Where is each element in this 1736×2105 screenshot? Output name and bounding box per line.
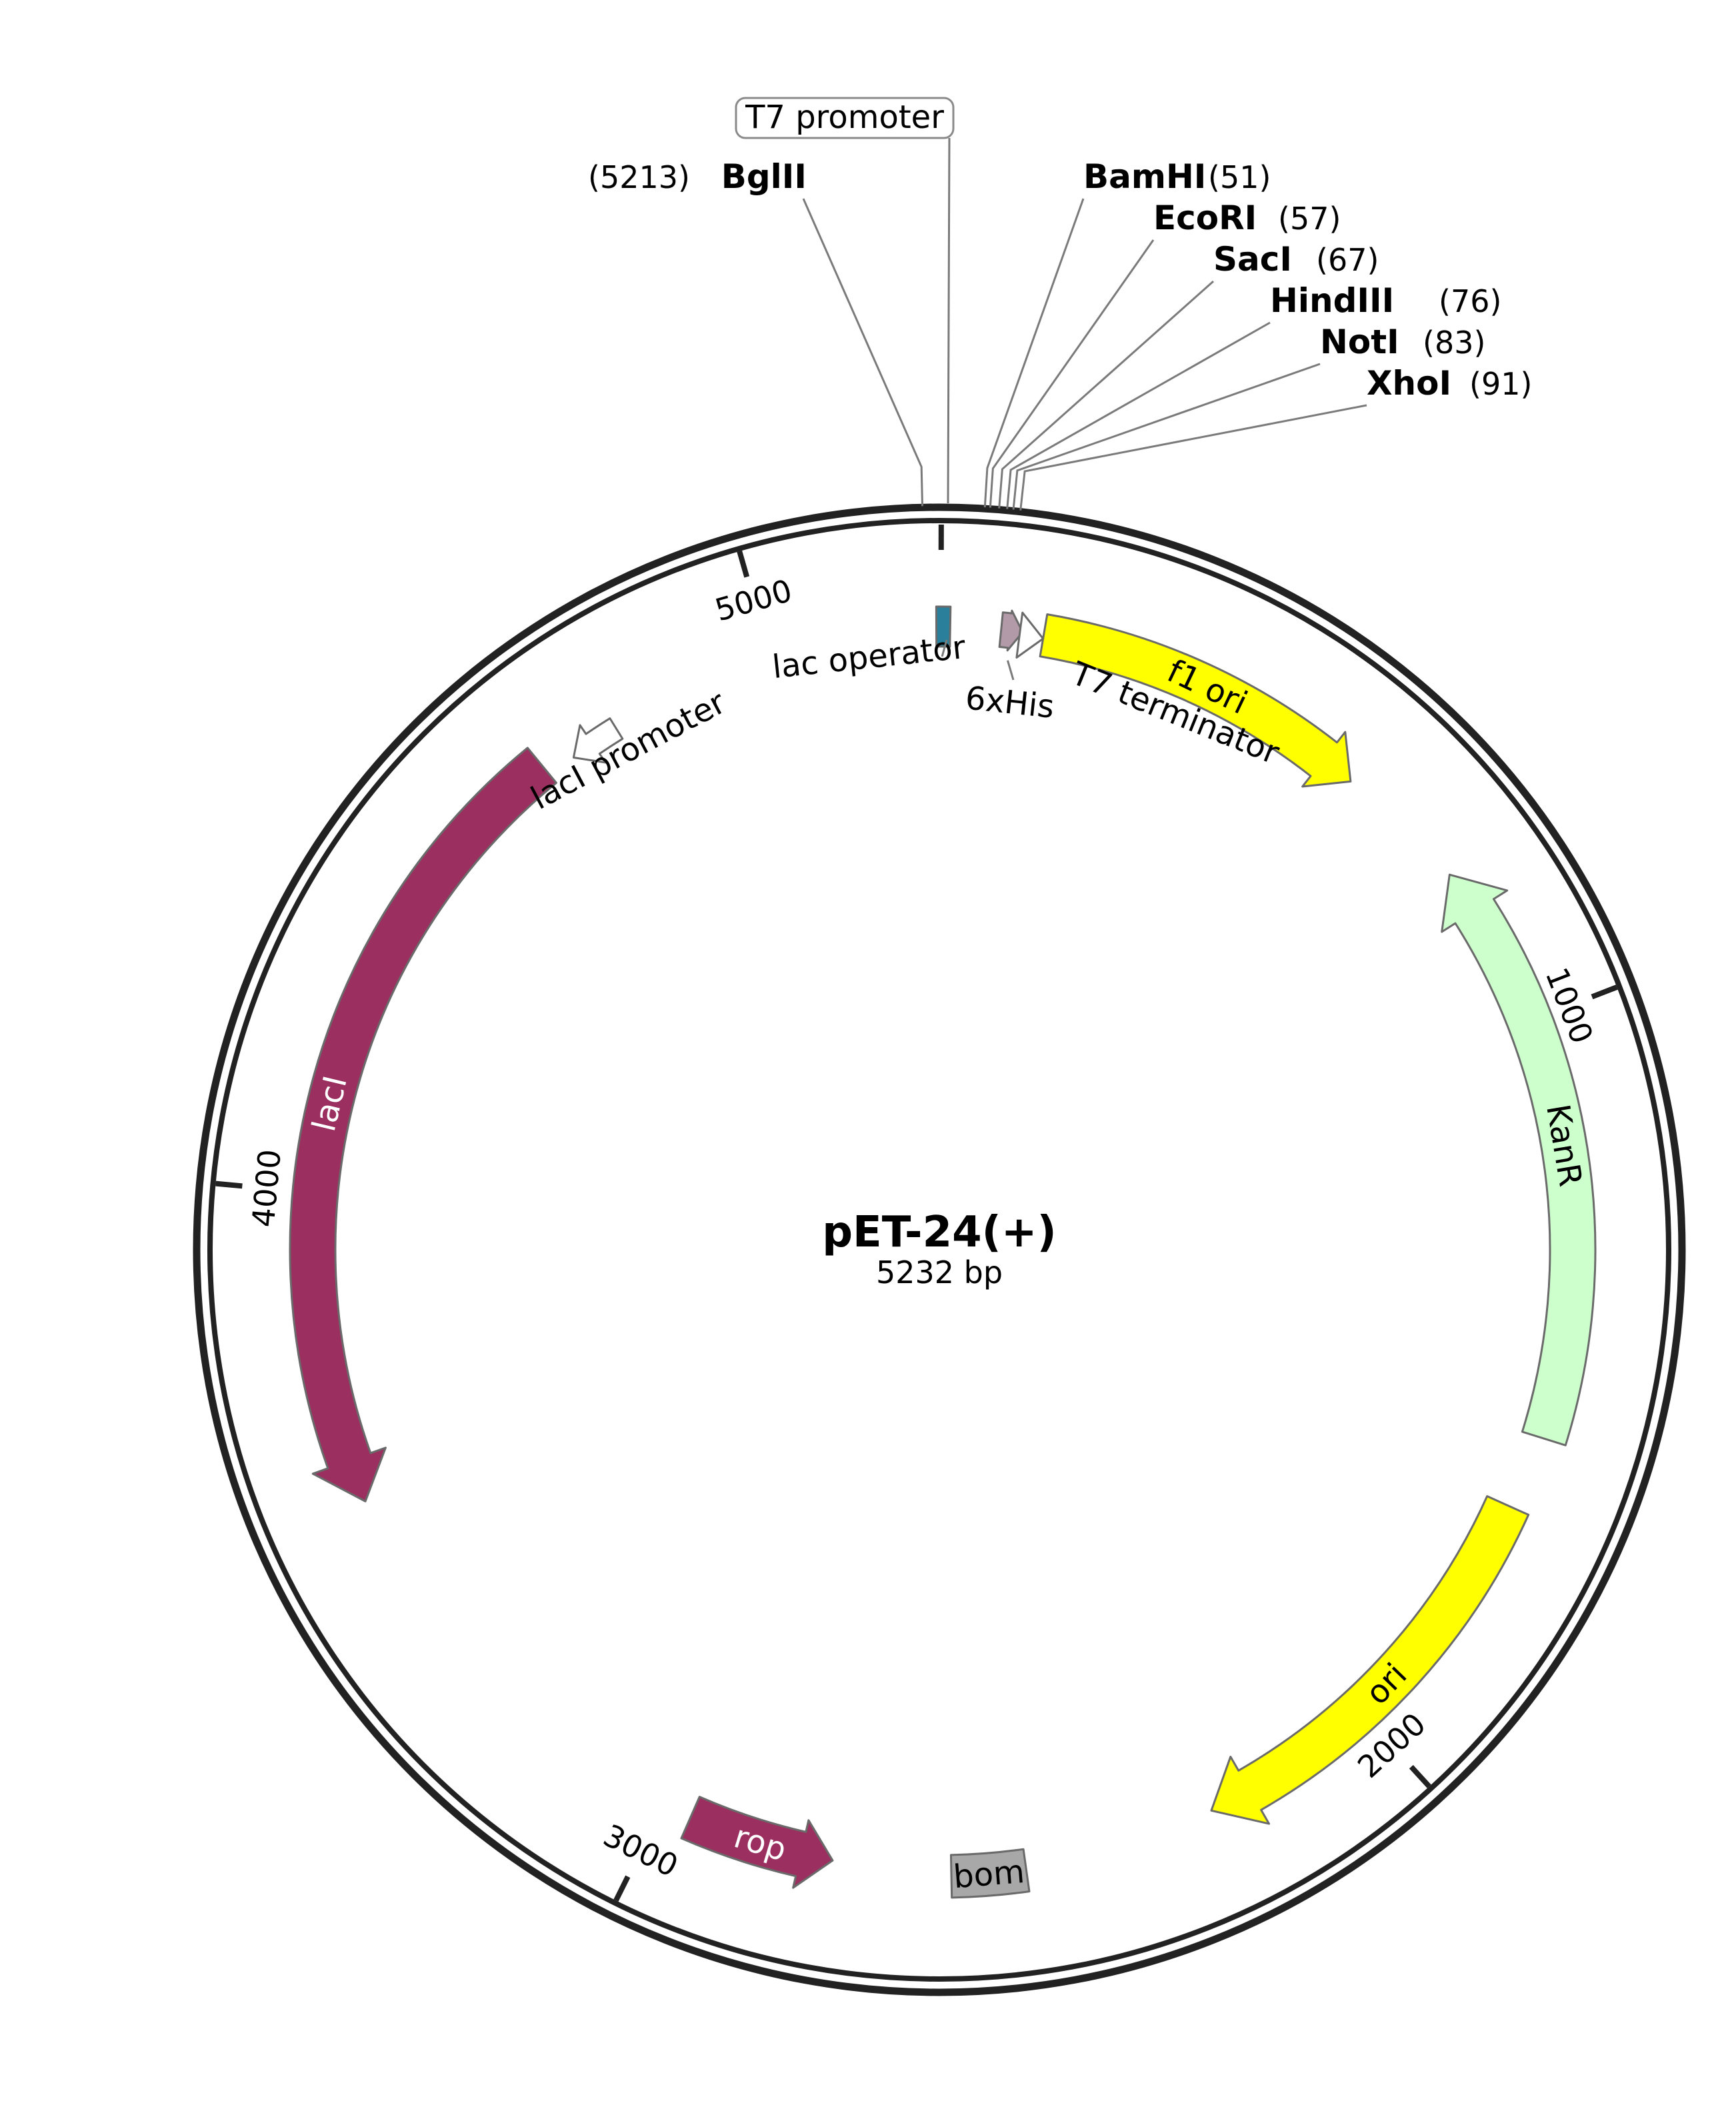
- site-name-HindIII: HindIII: [1270, 281, 1394, 320]
- feature-bom: [949, 1848, 1031, 1899]
- site-name-EcoRI: EcoRI: [1153, 199, 1257, 237]
- t7-promoter-callout: T7 promoter: [735, 97, 955, 504]
- feature-his-tag: [998, 609, 1024, 652]
- feature-t7-terminator: [1015, 611, 1045, 659]
- feature-label-his-tag: 6xHis: [963, 679, 1056, 726]
- tick-label-3000: 3000: [598, 1817, 684, 1884]
- backbone-outer-ring: [193, 503, 1686, 1996]
- feature-label-lac-operator: lac operator: [771, 629, 967, 686]
- his-tag-leader: [1007, 660, 1015, 681]
- tick-1000: [1591, 985, 1618, 1000]
- feature-kanr: [1441, 873, 1597, 1446]
- t7-promoter-callout-box: [735, 97, 955, 139]
- site-pos-SacI: (67): [1316, 242, 1379, 278]
- site-pos-EcoRI: (57): [1278, 201, 1341, 237]
- feature-ori: [1210, 1495, 1530, 1825]
- site-name-XhoI: XhoI: [1367, 364, 1451, 403]
- feature-lac-operator: [935, 605, 952, 648]
- t7-promoter-callout-label: T7 promoter: [745, 99, 944, 136]
- tick-2000: [1409, 1764, 1431, 1788]
- backbone-inner-ring: [207, 518, 1671, 1982]
- site-leader-BamHI: [983, 198, 1085, 508]
- feature-laci-promoter: [572, 717, 624, 764]
- site-name-NotI: NotI: [1320, 323, 1399, 361]
- site-name-BamHI: BamHI: [1083, 157, 1206, 196]
- tick-5000: [737, 550, 750, 578]
- plasmid-size: 5232 bp: [876, 1254, 1003, 1290]
- feature-laci: [289, 747, 557, 1502]
- tick-3000: [613, 1875, 631, 1902]
- lac-operator-leader: [941, 639, 948, 657]
- site-leader-BglII: [802, 198, 924, 507]
- feature-f1-ori: [1039, 613, 1352, 788]
- restriction-sites: BglII (5213) BamHI(51) EcoRI (57)SacI (67)Hin…: [588, 157, 1532, 551]
- site-leader-EcoRI: [989, 239, 1155, 508]
- tick-label-5000: 5000: [711, 573, 796, 629]
- t7-promoter-leader: [947, 137, 951, 504]
- site-leader-XhoI: [1019, 404, 1367, 511]
- tick-label-4000: 4000: [245, 1148, 287, 1229]
- site-name-BglII: BglII: [721, 157, 807, 196]
- site-pos-BglII: (5213): [588, 159, 690, 195]
- plasmid-name: pET-24(+): [822, 1208, 1057, 1257]
- site-leader-HindIII: [1006, 321, 1271, 509]
- site-name-SacI: SacI: [1213, 240, 1292, 279]
- features: [289, 605, 1597, 1899]
- site-leader-NotI: [1012, 363, 1321, 510]
- tick-4000: [215, 1180, 243, 1189]
- site-leader-SacI: [998, 280, 1214, 509]
- feature-label-laci-promoter: lacI promoter: [525, 684, 732, 817]
- feature-label-bom: bom: [952, 1853, 1026, 1896]
- feature-rop: [680, 1796, 834, 1889]
- site-pos-NotI: (83): [1423, 325, 1485, 361]
- site-pos-XhoI: (91): [1469, 366, 1532, 402]
- site-pos-BamHI: (51): [1208, 159, 1271, 195]
- site-pos-HindIII: (76): [1439, 283, 1501, 319]
